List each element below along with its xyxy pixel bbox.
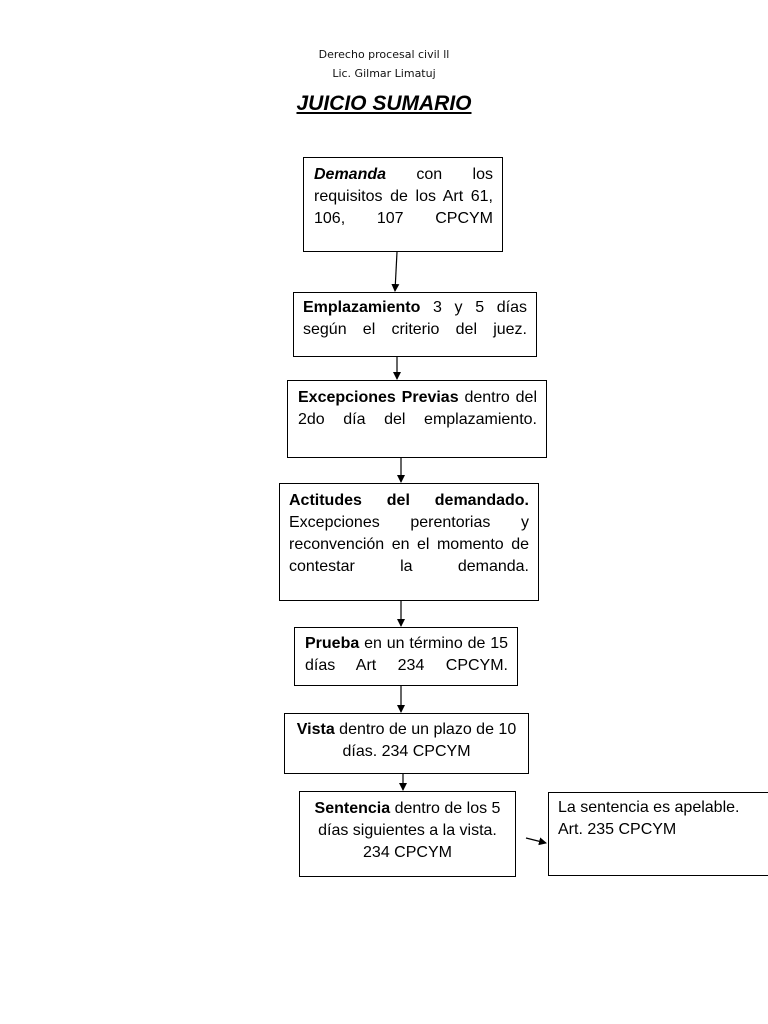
course-name: Derecho procesal civil ll	[318, 48, 450, 61]
step-demanda-text: con los requisitos de los Art 61, 106, 1…	[314, 166, 493, 227]
step-demanda-title: Demanda	[314, 166, 387, 183]
step-actitudes-text: Excepciones perentorias y reconvención e…	[289, 514, 529, 575]
professor-name: Lic. Gilmar Limatuj	[332, 67, 436, 80]
appeal-note-text: La sentencia es apelable. Art. 235 CPCYM	[558, 799, 740, 838]
step-demanda-box: Demanda con los requisitos de los Art 61…	[303, 157, 503, 252]
step-vista-text: dentro de un plazo de 10 días. 234 CPCYM	[334, 721, 517, 760]
step-excepciones-previas-text: dentro del 2do día del emplazamiento.	[298, 389, 537, 428]
step-excepciones-previas-title: Excepciones Previas	[298, 389, 459, 406]
step-prueba-title: Prueba	[305, 635, 360, 652]
arrow-1	[391, 251, 400, 292]
step-excepciones-previas-box: Excepciones Previas dentro del 2do día d…	[287, 380, 547, 458]
step-emplazamiento-text: 3 y 5 días según el criterio del juez.	[303, 299, 527, 338]
arrow-7	[525, 837, 547, 846]
step-sentencia-title: Sentencia	[314, 800, 391, 817]
step-prueba-box: Prueba en un término de 15 días Art 234 …	[294, 627, 518, 686]
step-vista-title: Vista	[296, 721, 335, 738]
step-sentencia-box: Sentencia dentro de los 5 días siguiente…	[299, 791, 516, 877]
step-vista-box: Vista dentro de un plazo de 10 días. 234…	[284, 713, 529, 774]
step-actitudes-box: Actitudes del demandado. Excepciones per…	[279, 483, 539, 601]
step-actitudes-title: Actitudes del demandado.	[289, 492, 529, 509]
diagram-title: JUICIO SUMARIO	[296, 92, 472, 115]
step-prueba-text: en un término de 15 días Art 234 CPCYM.	[305, 635, 508, 674]
step-emplazamiento-box: Emplazamiento 3 y 5 días según el criter…	[293, 292, 537, 357]
step-sentencia-text: dentro de los 5 días siguientes a la vis…	[318, 800, 501, 861]
step-emplazamiento-title: Emplazamiento	[303, 299, 421, 316]
appeal-note-box: La sentencia es apelable. Art. 235 CPCYM	[548, 792, 768, 876]
